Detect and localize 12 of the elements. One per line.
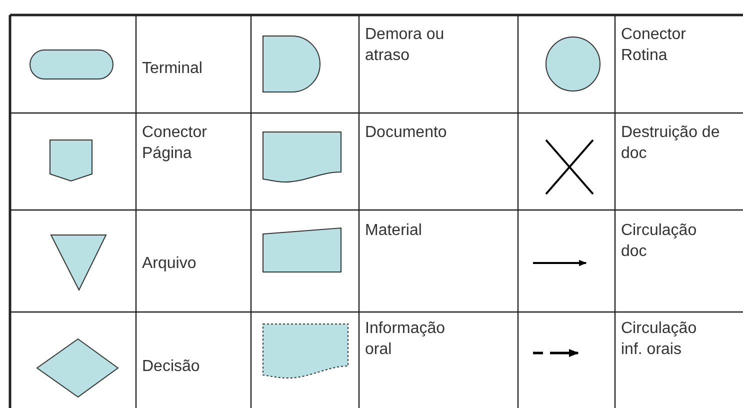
- symbol-label: Material: [365, 221, 422, 241]
- symbol-label: Conector Rotina: [621, 25, 687, 66]
- symbol-label: Arquivo: [142, 254, 196, 274]
- symbol-label: Documento: [365, 123, 447, 143]
- symbol-label: Circulação inf. orais: [621, 319, 698, 360]
- symbol-label: Circulação doc: [621, 221, 698, 262]
- symbol-label: Decisão: [142, 357, 200, 377]
- symbol-label: Demora ou atraso: [365, 25, 446, 66]
- symbol-label: Informação oral: [365, 319, 446, 360]
- symbol-label: Conector Página: [142, 123, 208, 164]
- symbol-label: Terminal: [142, 59, 202, 79]
- symbol-label: Destruição de doc: [621, 123, 721, 164]
